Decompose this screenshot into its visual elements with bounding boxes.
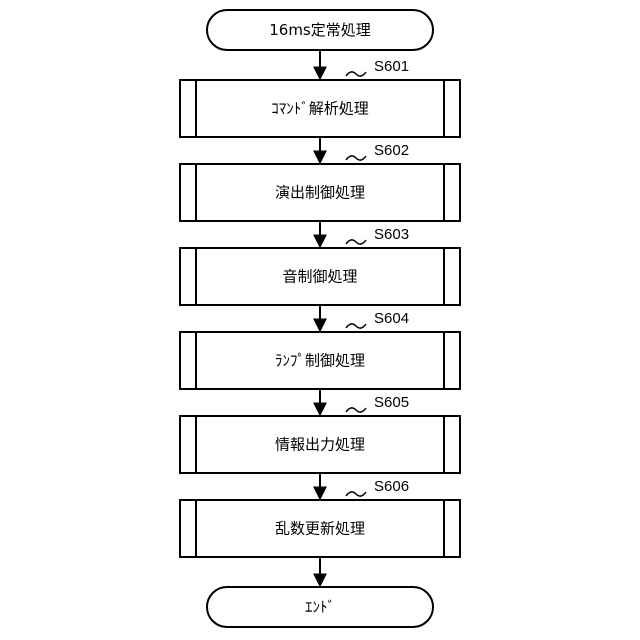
process-label: ｺﾏﾝﾄﾞ解析処理 (271, 100, 369, 118)
process-label: ﾗﾝﾌﾟ制御処理 (275, 352, 365, 370)
step-leader-squiggle (346, 408, 366, 412)
step-id-label: S602 (374, 142, 409, 159)
step-leader-squiggle (346, 72, 366, 76)
step-leader-squiggle (346, 324, 366, 328)
step-id-label: S601 (374, 58, 409, 75)
step-id-label: S606 (374, 478, 409, 495)
process-label: 演出制御処理 (275, 184, 365, 202)
end-terminal: ｴﾝﾄﾞ (207, 587, 433, 627)
process-label: 音制御処理 (282, 268, 357, 286)
process-label: 情報出力処理 (275, 436, 365, 454)
step-id-label: S605 (374, 394, 409, 411)
step-leader-squiggle (346, 156, 366, 160)
end-label: ｴﾝﾄﾞ (305, 598, 335, 616)
start-terminal: 16ms定常処理 (207, 10, 433, 50)
start-label: 16ms定常処理 (269, 21, 371, 39)
step-id-label: S603 (374, 226, 409, 243)
step-leader-squiggle (346, 492, 366, 496)
process-label: 乱数更新処理 (275, 520, 365, 538)
step-id-label: S604 (374, 310, 409, 327)
step-leader-squiggle (346, 240, 366, 244)
